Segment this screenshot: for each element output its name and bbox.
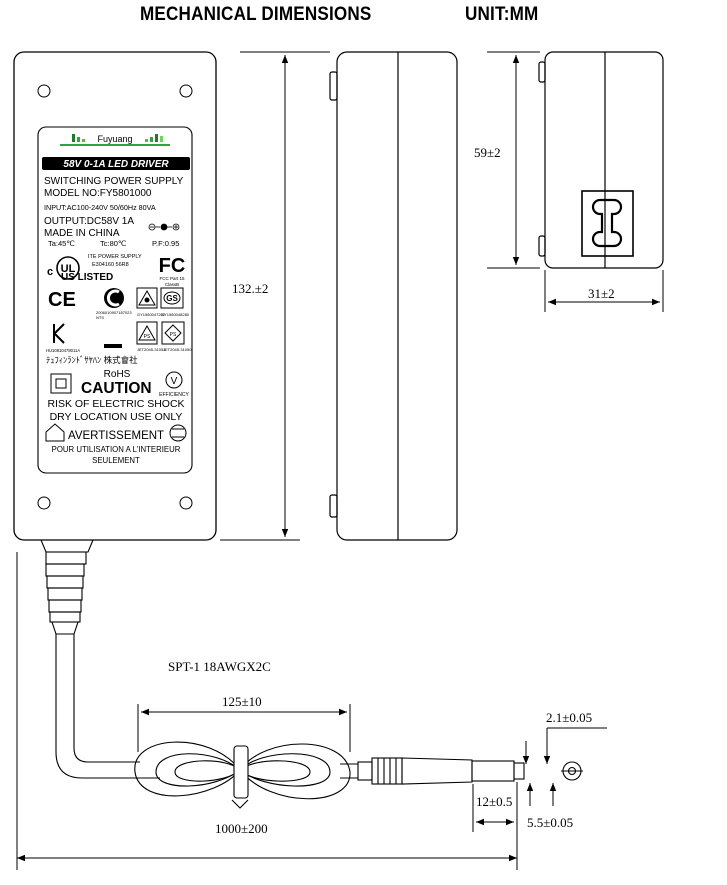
product-label: Fuyuang 58V 0-1A LED DRIVER SWITCHING PO… bbox=[42, 134, 192, 465]
adapter-body-end bbox=[544, 51, 664, 269]
cable-type-label: SPT-1 18AWGX2C bbox=[168, 659, 271, 674]
polarity-icon bbox=[148, 223, 180, 231]
label-output: OUTPUT:DC58V 1A bbox=[44, 216, 134, 227]
indoor-use-icon bbox=[45, 423, 65, 442]
svg-text:UL: UL bbox=[61, 263, 76, 275]
label-ccc-no2: NTS bbox=[96, 315, 104, 320]
brand-name: Fuyuang bbox=[97, 134, 132, 144]
svg-text:PS: PS bbox=[170, 332, 177, 338]
front-view bbox=[13, 51, 217, 541]
height-dimension-text: 59±2 bbox=[474, 145, 501, 160]
label-ul-file: E304160 56R8 bbox=[92, 262, 129, 268]
coil-width-text: 125±10 bbox=[222, 694, 262, 709]
ac-inlet-socket bbox=[581, 190, 634, 257]
ce-mark: CE bbox=[48, 289, 76, 311]
outer-diameter-dimension bbox=[526, 783, 557, 806]
screw-hole-top-left bbox=[37, 84, 51, 98]
product-banner bbox=[42, 157, 190, 170]
svg-text:GS: GS bbox=[166, 294, 178, 303]
height-dimension bbox=[487, 51, 540, 269]
product-label-panel bbox=[37, 126, 193, 474]
plug-end-view bbox=[561, 761, 583, 781]
coil-width-dimension bbox=[137, 704, 351, 752]
plug-length-dimension bbox=[472, 784, 514, 832]
efficiency-icon bbox=[165, 371, 183, 389]
product-name: 58V 0-1A LED DRIVER bbox=[63, 159, 169, 170]
length-dimension-text: 132.±2 bbox=[232, 281, 268, 296]
brand-logo: Fuyuang bbox=[60, 134, 170, 146]
label-pf: P.F:0.95 bbox=[152, 239, 179, 248]
barcode-block bbox=[104, 344, 122, 348]
label-risk: RISK OF ELECTRIC SHOCK bbox=[47, 398, 184, 410]
label-caution: CAUTION bbox=[81, 380, 152, 397]
pse-mark-1: PS bbox=[136, 321, 158, 345]
label-ta: Ta:45℃ bbox=[48, 239, 75, 248]
label-pse-no2: JET2045-31050 bbox=[163, 347, 192, 352]
strain-relief bbox=[40, 539, 94, 635]
drawing-title: MECHANICAL DIMENSIONS bbox=[140, 4, 372, 25]
length-dimension bbox=[220, 51, 330, 541]
inner-diameter-text: 2.1±0.05 bbox=[546, 710, 592, 725]
unit-label: UNIT:MM bbox=[465, 4, 539, 25]
label-pour: POUR UTILISATION A L'INTERIEUR bbox=[52, 445, 181, 454]
label-dry: DRY LOCATION USE ONLY bbox=[50, 411, 183, 423]
transformer-icon bbox=[169, 424, 187, 442]
label-ccc-no1: 2006010907187023 bbox=[96, 310, 132, 315]
label-avertissement: AVERTISSEMENT bbox=[68, 430, 164, 442]
ul-listed-mark: UL c bbox=[47, 256, 80, 280]
label-input: INPUT:AC100-240V 50/60Hz 80VA bbox=[44, 203, 156, 212]
label-japanese: ﾃｭﾌｨﾝﾗﾝﾄﾞｻﾔﾊﾝ 株式會社 bbox=[46, 355, 138, 365]
cable-length-text: 1000±200 bbox=[215, 821, 268, 836]
label-made-in: MADE IN CHINA bbox=[44, 228, 120, 239]
screw-hole-top-right bbox=[179, 84, 193, 98]
screw-hole-bottom-right bbox=[179, 496, 193, 510]
adapter-body-front bbox=[13, 51, 217, 541]
end-view bbox=[538, 51, 664, 269]
label-efficiency-mark: V bbox=[171, 376, 178, 387]
svg-text:PS: PS bbox=[144, 334, 151, 340]
ac-inlet-opening bbox=[591, 198, 623, 248]
label-kc-no: HU10810478011A bbox=[46, 348, 80, 353]
label-pse-no1: JET2045-31051 bbox=[137, 347, 166, 352]
width-dimension bbox=[544, 270, 664, 312]
gs-mark: GS bbox=[160, 287, 184, 309]
kc-mark bbox=[53, 323, 65, 344]
label-rohs: RoHS bbox=[104, 369, 131, 380]
ccc-mark bbox=[104, 288, 124, 308]
label-efficiency: EFFICIENCY bbox=[159, 392, 189, 398]
svg-text:FC: FC bbox=[159, 255, 186, 277]
label-fcc-note: FCC Part 15 bbox=[159, 276, 185, 281]
outer-diameter-text: 5.5±0.05 bbox=[527, 815, 573, 830]
pse-mark-2: PS bbox=[161, 321, 185, 345]
label-tc: Tc:80℃ bbox=[100, 239, 127, 248]
cable-length-dimension bbox=[16, 552, 518, 870]
dc-plug bbox=[357, 757, 525, 785]
label-code-a: GY1560047202 bbox=[137, 312, 166, 317]
side-view bbox=[329, 51, 458, 541]
svg-text:c: c bbox=[47, 266, 53, 278]
label-us-listed: US LISTED bbox=[61, 272, 113, 283]
label-code-b: GY1560048280 bbox=[161, 312, 190, 317]
label-line-spsu: SWITCHING POWER SUPPLY bbox=[44, 176, 184, 187]
screw-hole-bottom-left bbox=[37, 496, 51, 510]
label-seulement: SEULEMENT bbox=[92, 456, 140, 465]
fcc-mark: FC bbox=[159, 255, 186, 277]
label-ite: ITE POWER SUPPLY bbox=[88, 254, 142, 260]
adapter-body-side bbox=[336, 51, 458, 541]
double-insulation-icon bbox=[50, 373, 72, 394]
inner-diameter-dimension bbox=[522, 727, 607, 764]
cable-tie bbox=[231, 745, 249, 809]
label-model: MODEL NO:FY5801000 bbox=[44, 188, 152, 199]
safety-triangle-mark bbox=[136, 287, 158, 309]
plug-length-text: 12±0.5 bbox=[476, 794, 512, 809]
width-dimension-text: 31±2 bbox=[588, 286, 615, 301]
label-fcc-class: ClassB bbox=[165, 282, 179, 287]
